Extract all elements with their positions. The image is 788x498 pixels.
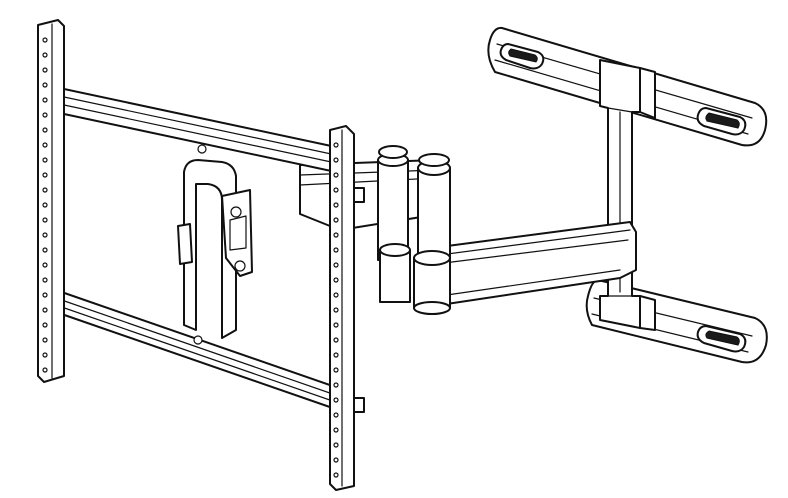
pivot-cylinders [377, 145, 451, 315]
left-rail-holes [42, 37, 48, 373]
lower-right-slot [696, 325, 747, 353]
left-vertical-rail [37, 19, 65, 383]
rear-cylinder [377, 145, 411, 303]
tilt-knob [221, 189, 253, 277]
right-vertical-rail [329, 125, 365, 491]
vertical-spine [599, 59, 656, 331]
upper-left-slot [499, 43, 545, 70]
lower-arm [431, 221, 637, 306]
wall-plate [487, 26, 768, 364]
tilt-bracket [177, 159, 253, 339]
front-cylinder [413, 153, 451, 315]
lower-crossbar [49, 287, 351, 415]
right-rail-holes [333, 142, 339, 478]
upper-right-slot [696, 107, 747, 136]
